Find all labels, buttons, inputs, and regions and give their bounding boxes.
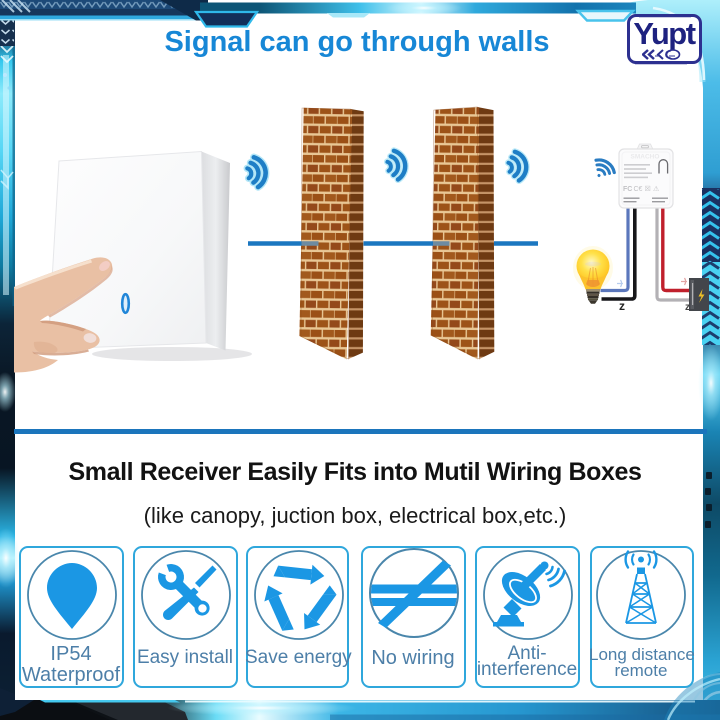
svg-text:z: z xyxy=(619,299,625,313)
svg-text:☒: ☒ xyxy=(645,185,651,193)
svg-text:⚠: ⚠ xyxy=(653,185,659,193)
svg-text:SMACHO: SMACHO xyxy=(631,154,660,161)
svg-text:z: z xyxy=(685,302,690,313)
svg-text:FC: FC xyxy=(623,186,632,193)
svg-text:C€: C€ xyxy=(634,186,643,193)
